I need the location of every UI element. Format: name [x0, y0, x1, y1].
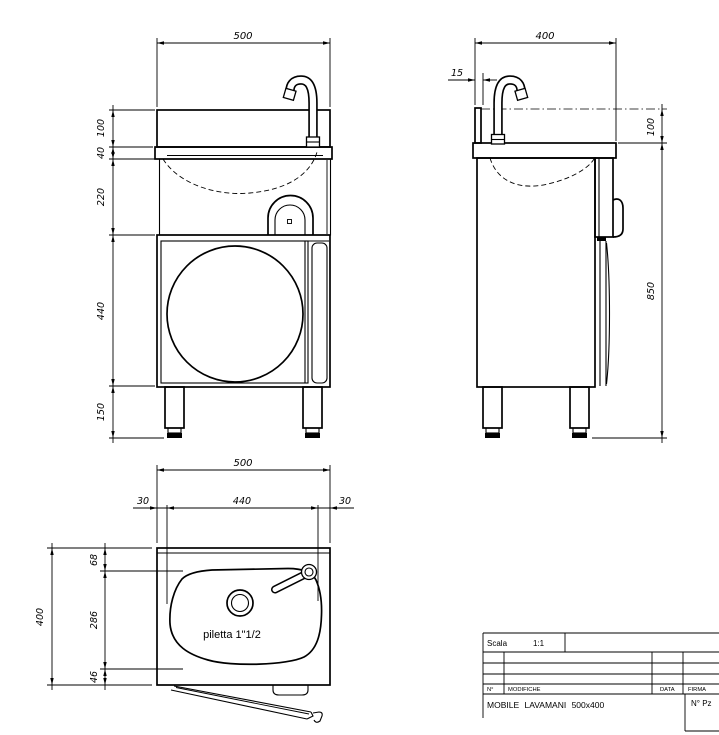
scale-label: Scala — [487, 639, 508, 648]
front-leg-left — [164, 386, 185, 438]
side-front-apron — [594, 157, 614, 238]
side-view: 400 15 100 850 — [448, 31, 667, 443]
scale-value: 1:1 — [533, 639, 545, 648]
side-faucet — [490, 75, 529, 145]
plan-dim-286: 286 — [89, 611, 100, 629]
plan-open-door — [170, 685, 323, 723]
plan-dim-depth: 400 — [35, 608, 46, 626]
side-faucet-spout — [514, 87, 529, 102]
front-dim-220: 220 — [96, 188, 107, 206]
side-leg-left — [482, 386, 503, 438]
front-dim-width: 500 — [233, 31, 252, 42]
front-splashback — [156, 109, 331, 148]
side-splashback — [474, 107, 482, 144]
plan-dim-right: 30 — [339, 496, 351, 507]
front-dim-100: 100 — [96, 119, 107, 137]
plan-body: piletta 1"1/2 — [156, 547, 331, 723]
side-dim-height: 850 — [646, 282, 657, 300]
side-dim-width: 400 — [535, 31, 554, 42]
plan-dim-left: 30 — [137, 496, 149, 507]
side-dim-top: 100 — [646, 118, 657, 136]
side-cabinet — [472, 75, 624, 438]
plan-outline — [156, 547, 331, 686]
front-basin-hidden-edge — [162, 151, 318, 194]
front-door — [160, 240, 309, 384]
plan-drain — [226, 589, 254, 617]
title-block: Scala 1:1 N° MODIFICHE DATA FIRMA MOBILE… — [482, 632, 719, 732]
side-handle — [612, 198, 624, 238]
front-side-trim — [311, 242, 328, 384]
plan-rear-tab — [272, 685, 309, 696]
front-dim-40: 40 — [96, 147, 107, 159]
front-leg-right — [302, 386, 323, 438]
side-body — [476, 157, 596, 388]
front-dispenser-arch — [267, 194, 314, 235]
col-data: DATA — [660, 687, 675, 693]
side-worktop — [472, 142, 617, 159]
front-dim-440: 440 — [96, 302, 107, 320]
side-dim-offset: 15 — [451, 68, 463, 79]
front-dim-150: 150 — [96, 403, 107, 421]
col-firma: FIRMA — [688, 687, 706, 693]
drawing-title: MOBILE LAVAMANI 500x400 — [487, 700, 604, 710]
side-leg-right — [569, 386, 590, 438]
plan-dim-68: 68 — [89, 554, 100, 566]
side-dimensions: 400 15 100 850 — [448, 31, 667, 443]
front-cabinet — [154, 75, 333, 438]
col-number: N° — [487, 687, 494, 693]
side-basin-hidden-edge — [489, 157, 595, 187]
side-door — [597, 237, 611, 386]
front-door-circle — [166, 245, 304, 383]
front-lower-cabinet — [156, 234, 331, 388]
front-dimensions: 500 100 40 220 440 150 — [96, 31, 331, 443]
plan-dim-46: 46 — [89, 671, 100, 683]
plan-dim-width: 500 — [233, 458, 252, 469]
plan-faucet — [271, 563, 318, 594]
front-faucet — [282, 75, 321, 148]
plan-drain-label: piletta 1"1/2 — [203, 629, 261, 641]
col-modifiche: MODIFICHE — [508, 687, 541, 693]
front-view: 500 100 40 220 440 150 — [96, 31, 333, 443]
pieces-label: N° Pz — [691, 699, 712, 708]
plan-dim-inner: 440 — [233, 496, 251, 507]
top-view: 500 30 440 30 400 68 286 — [35, 458, 354, 723]
plan-dimensions: 500 30 440 30 400 68 286 — [35, 458, 354, 690]
front-rim — [154, 146, 333, 160]
front-faucet-spout — [282, 87, 297, 102]
plan-basin — [169, 567, 323, 666]
